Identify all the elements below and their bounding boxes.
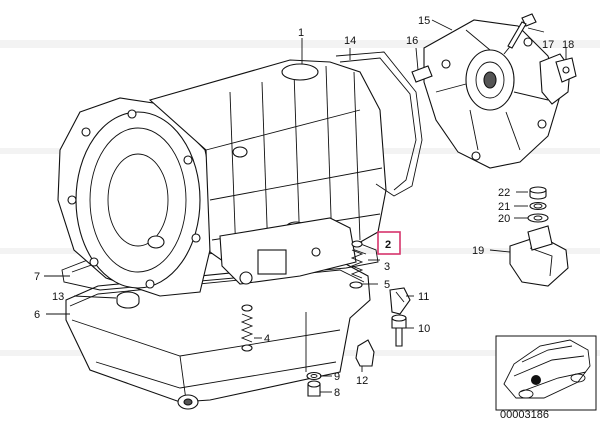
callout-19: 19: [472, 245, 484, 257]
callout-17: 17: [542, 39, 554, 51]
callout-10: 10: [418, 323, 430, 335]
drain-plug-8[interactable]: [307, 380, 321, 397]
speed-sensor-bracket[interactable]: [555, 57, 577, 83]
hex-bolt[interactable]: [507, 13, 537, 49]
cap-22[interactable]: [529, 186, 547, 200]
rear-extension-housing[interactable]: [423, 19, 571, 169]
callout-labels: 1 14 15 16 17 18 22 21 20 19 7 13 6 3 5 …: [34, 15, 574, 399]
bolt-10[interactable]: [391, 314, 407, 347]
callout-3: 3: [384, 261, 390, 273]
callout-6: 6: [34, 309, 40, 321]
callout-15: 15: [418, 15, 430, 27]
callout-8: 8: [334, 387, 340, 399]
callout-11: 11: [418, 291, 429, 303]
washer-5[interactable]: [349, 281, 363, 289]
bracket-12[interactable]: [355, 339, 375, 367]
callout-12: 12: [356, 375, 368, 387]
callout-13: 13: [52, 291, 64, 303]
callout-1: 1: [298, 27, 304, 39]
callout-18: 18: [562, 39, 574, 51]
callout-21: 21: [498, 201, 510, 213]
callout-22: 22: [498, 187, 510, 199]
callout-7: 7: [34, 271, 40, 283]
shift-lever-assembly[interactable]: [509, 225, 569, 287]
callout-5: 5: [384, 279, 390, 291]
highlighted-callout-2[interactable]: 2: [377, 231, 401, 255]
washer-20[interactable]: [527, 213, 549, 223]
callout-4: 4: [264, 333, 270, 345]
inset-code: 00003186: [500, 409, 549, 421]
location-marker: [531, 375, 541, 385]
callout-14: 14: [344, 35, 356, 47]
vehicle-inset: 00003186: [495, 335, 597, 421]
svg-text:2: 2: [385, 239, 391, 251]
drain-washer-9[interactable]: [306, 371, 322, 381]
leader-lines: [44, 19, 567, 393]
spring-4[interactable]: [240, 304, 254, 352]
rear-gasket[interactable]: [335, 51, 423, 197]
spring-3[interactable]: [350, 240, 364, 279]
dowel-pin[interactable]: [411, 65, 433, 83]
ring-21[interactable]: [529, 201, 547, 211]
car-silhouette: [503, 339, 591, 399]
clip-11[interactable]: [389, 287, 411, 315]
magnet[interactable]: [116, 291, 140, 309]
transmission-housing[interactable]: [57, 59, 387, 297]
callout-9: 9: [334, 371, 340, 383]
callout-20: 20: [498, 213, 510, 225]
callout-16: 16: [406, 35, 418, 47]
oil-pan[interactable]: [65, 261, 371, 410]
